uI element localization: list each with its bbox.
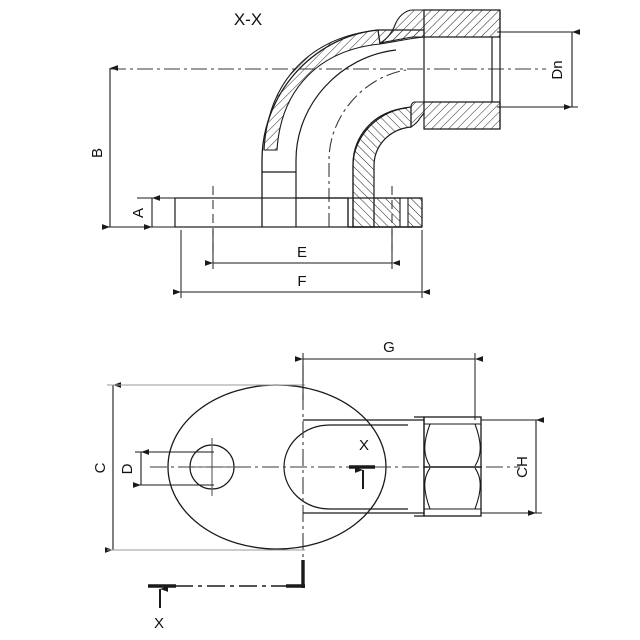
elbow-wall-upper-hatched [263,29,381,151]
dimension-A: A [130,195,178,230]
dim-A-label: A [130,208,147,218]
socket-top-wall-hatched [423,9,501,38]
dim-G-label: G [383,339,395,356]
dim-Dn-label: Dn [549,60,566,79]
elbow-front-outline [295,49,397,227]
plan-view: C D G CH X [92,339,544,632]
dimension-G: G [295,339,483,420]
hex-nut-flat-curve-bottom [424,467,431,510]
flange-cut-hatched-a [373,197,401,228]
flange-cut-hatched-b [407,197,423,228]
bend-centerline-arc [328,69,407,227]
dimension-C: C [92,382,305,553]
socket-top-transition [379,9,425,44]
dim-CH-label: CH [514,456,531,478]
section-marker-x-bottom-label: X [154,615,164,632]
hex-nut-flat-curve-top [424,423,431,467]
dim-E-label: E [297,244,307,261]
section-title-xx: X-X [234,10,262,29]
dim-B-label: B [89,148,106,158]
section-marker-x-right: X [349,437,375,489]
section-view-xx: B A Dn E F X-X [89,9,580,298]
dimension-B: B [89,65,178,230]
dim-F-label: F [297,273,306,290]
hex-nut-flat-curve-right-top [474,423,481,467]
dimension-D: D [119,449,214,488]
socket-bottom-transition [410,101,425,129]
section-marker-x-right-label: X [359,437,369,454]
dimension-CH: CH [481,417,544,516]
dim-C-label: C [92,462,109,473]
section-line-xx-bottom: X [148,560,305,632]
dimension-E: E [205,230,400,269]
dimension-Dn: Dn [497,29,580,110]
hex-nut-flat-curve-right-bottom [474,467,481,510]
dimension-F: F [173,230,430,298]
socket-bottom-wall-hatched [423,101,501,130]
dim-D-label: D [119,463,136,474]
